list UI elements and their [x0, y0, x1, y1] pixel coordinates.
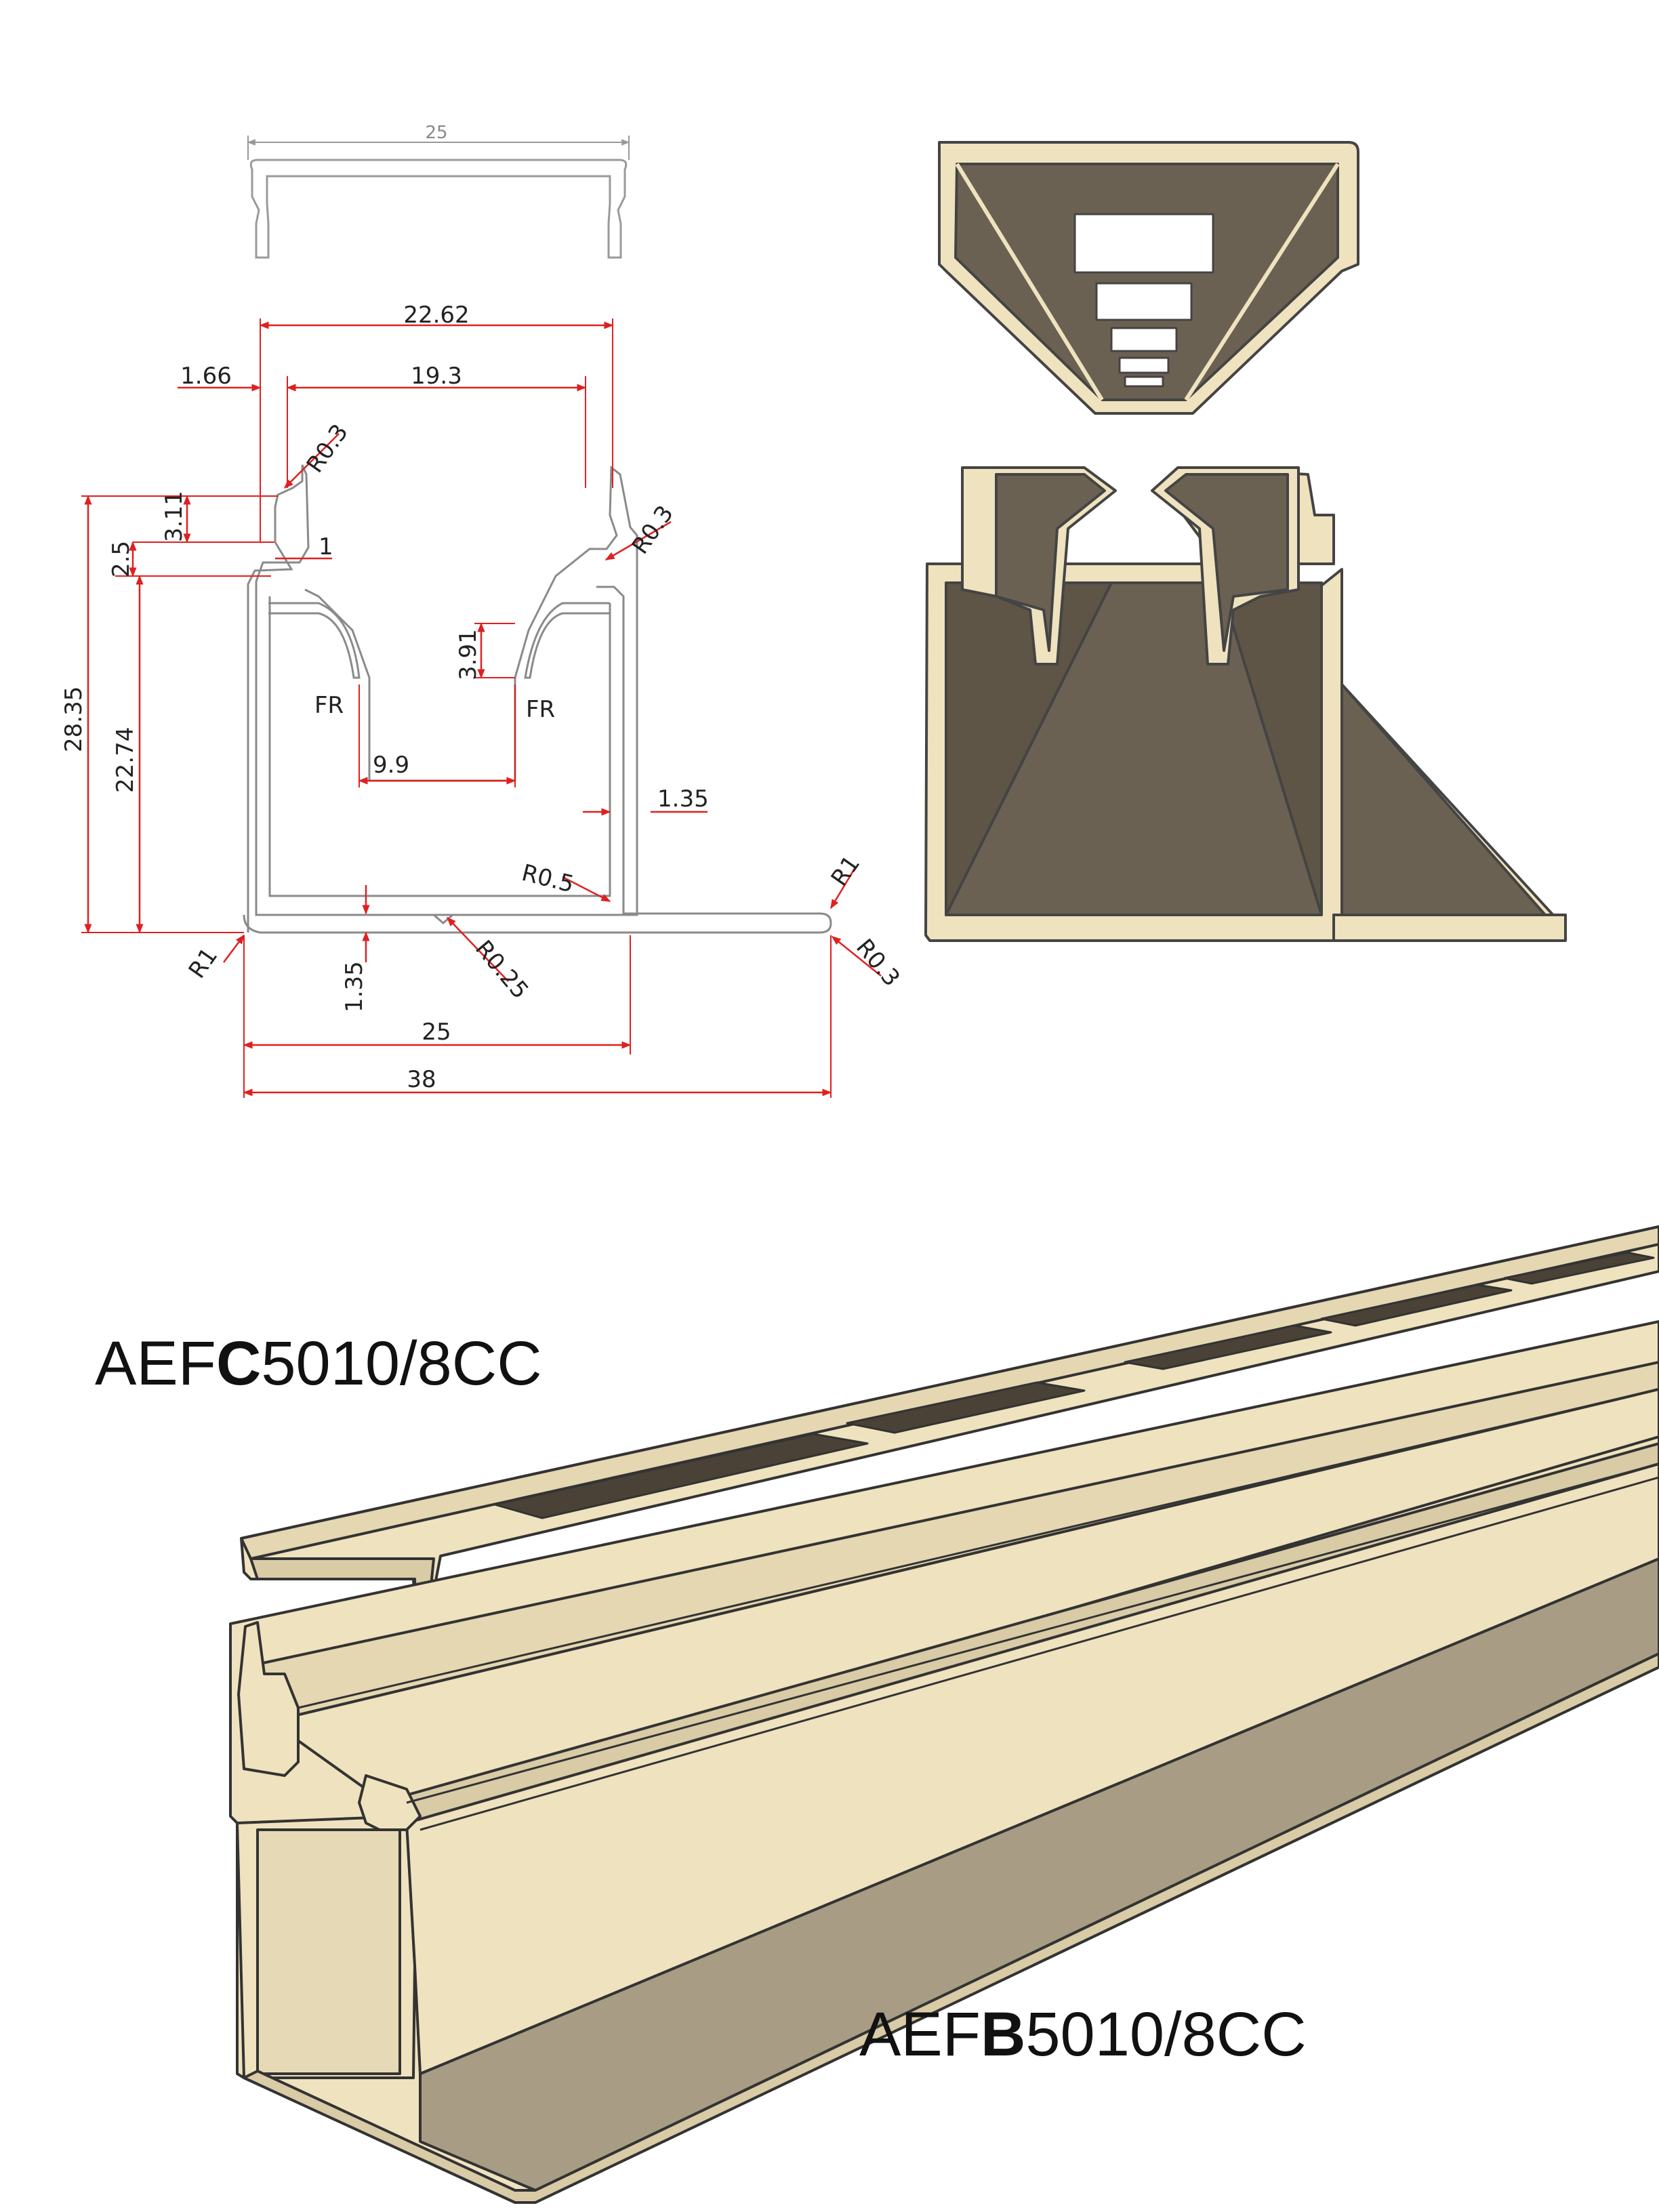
- dim-inner-width: 22.62: [403, 302, 469, 329]
- cover-profile-drawing: 25: [247, 123, 630, 259]
- dim-fin-gap: 9.9: [373, 752, 409, 779]
- dim-radius-lip-right: R0.3: [627, 501, 679, 560]
- base-part-number: AEFB5010/8CC: [859, 2000, 1307, 2069]
- dim-radius-bottom-left: R1: [184, 943, 224, 983]
- fr-label-left: FR: [314, 692, 344, 719]
- extension-lines: [81, 319, 832, 1098]
- dim-radius-flange-top: R1: [826, 851, 866, 891]
- dimension-lines: [84, 321, 882, 1097]
- dim-base-thickness: 1.35: [341, 961, 368, 1012]
- dim-radius-inner-corner: R0.5: [519, 859, 577, 899]
- cover-width-label: 25: [425, 123, 447, 143]
- edge-lines-3d: [298, 1388, 1659, 1831]
- end-view-render: [924, 141, 1567, 942]
- dim-radius-lip-left: R0.3: [302, 419, 354, 478]
- cover-part-number: AEFC5010/8CC: [95, 1329, 542, 1398]
- technical-drawing: 25: [60, 123, 905, 1098]
- dim-channel-width: 25: [422, 1019, 451, 1046]
- dim-radius-groove: R0.25: [470, 935, 533, 1004]
- cover-slots: [1073, 213, 1214, 388]
- dim-opening: 19.3: [411, 363, 462, 390]
- dim-step: 2.5: [108, 541, 135, 577]
- cover-slots-3d: [493, 1251, 1655, 1519]
- product-3d-render: [229, 1225, 1659, 2204]
- dim-lip-thickness: 1: [319, 533, 333, 560]
- dim-overall-width: 38: [407, 1066, 436, 1093]
- dim-radius-flange-end: R0.3: [851, 934, 905, 991]
- dim-lip-offset: 1.66: [180, 363, 232, 390]
- dim-total-height: 28.35: [60, 687, 87, 752]
- dim-fin-height: 3.91: [455, 629, 482, 680]
- fr-label-right: FR: [526, 696, 555, 723]
- dim-wall-thickness: 1.35: [657, 785, 709, 813]
- dim-lip-height: 3.11: [161, 491, 188, 542]
- dim-wall-height: 22.74: [112, 727, 139, 793]
